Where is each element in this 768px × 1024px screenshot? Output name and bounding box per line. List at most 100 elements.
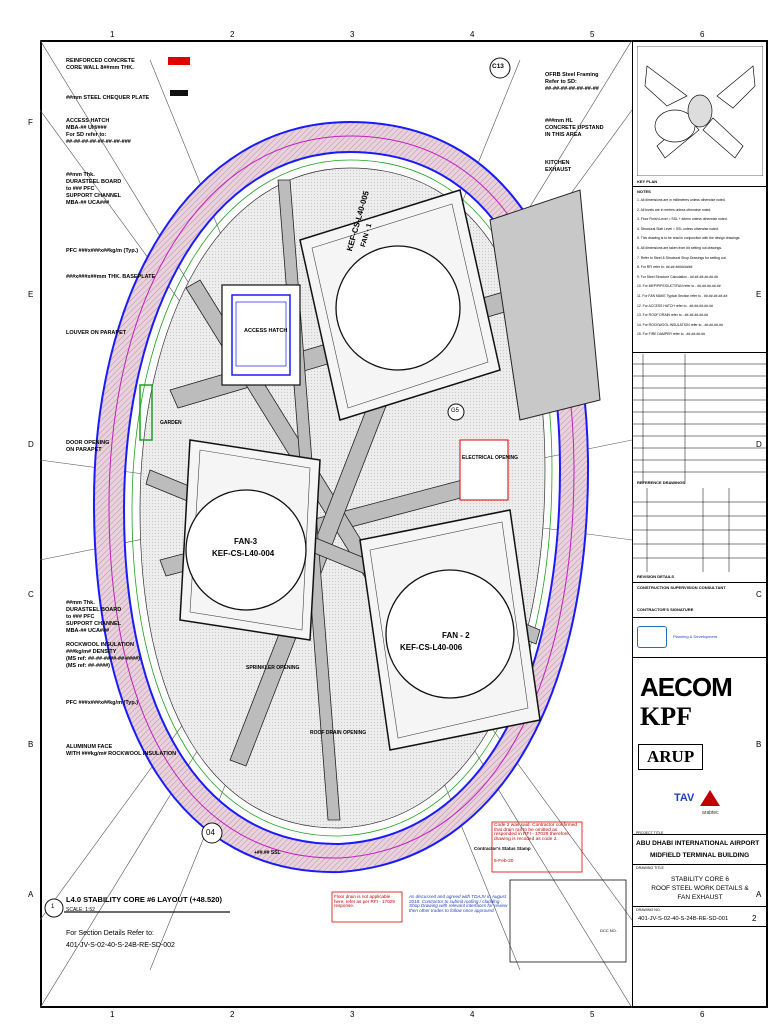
note-item: 15. For FIRE DAMPER refer to - ##-##-##-… <box>637 332 706 337</box>
left-label-1: ##mm STEEL CHEQUER PLATE <box>66 95 149 102</box>
left-label-line: MBA-## UH/### <box>66 125 107 131</box>
dwg-no-label: DRAWING NO. <box>636 908 661 912</box>
grid-right-C: C <box>756 590 762 599</box>
level-label: +##.## SSL <box>254 850 281 856</box>
note-item: 11. For FAN MAKE Typical Section refer t… <box>637 293 728 298</box>
grid-left-D: D <box>28 440 34 449</box>
grid-left-F: F <box>28 118 33 127</box>
grid-top-6: 6 <box>700 30 705 39</box>
red-box-note-frame <box>491 821 583 873</box>
left-label-line: PFC ###x###x##kg/m (Typ.) <box>66 700 139 706</box>
callout-04-label: 04 <box>206 828 215 837</box>
fan-2-frame <box>359 509 541 751</box>
grid-right-B: B <box>756 740 762 749</box>
grid-top-3: 3 <box>350 30 355 39</box>
left-label-9: ROCKWOOL INSULATION###kg/m# DENSITY(MS r… <box>66 642 140 670</box>
note-item: 10. For MEP/PIPE/DUCT/FAN refer to - ##-… <box>637 284 721 289</box>
dwg-title-1: STABILITY CORE 6 <box>671 876 729 883</box>
right-label-line: OFRB Steel Framing <box>545 72 599 78</box>
louver <box>139 384 153 441</box>
left-label-line: ###x###x##mm THK. BASEPLATE <box>66 274 156 280</box>
left-label-10: PFC ###x###x##kg/m (Typ.) <box>66 700 138 707</box>
grid-right-E: E <box>756 290 762 299</box>
red-note: Floor drain is not applicable here, refe… <box>334 894 395 909</box>
revision-table <box>633 354 767 484</box>
reference-heading: REFERENCE DRAWINGS <box>637 480 685 485</box>
grid-top-1: 1 <box>110 30 115 39</box>
access-hatch-label: ACCESS HATCH <box>244 328 288 334</box>
callout-g5 <box>447 403 465 421</box>
revision-number: 2 <box>752 914 757 923</box>
section-ref-2: 401-JV-S-02-40-S-24B-RE-SD-002 <box>66 942 175 949</box>
dwg-title-label: DRAWING TITLE <box>636 866 664 870</box>
core-layout-plan <box>40 40 632 1008</box>
right-label-line: CONCRETE UPSTAND <box>545 125 604 131</box>
left-label-line: PFC ###x###x##kg/m (Typ.) <box>66 248 139 254</box>
left-label-line: to ### PFC <box>66 614 95 620</box>
key-plan-label: KEY PLAN <box>637 179 658 184</box>
left-label-line: CORE WALL 8##mm THK. <box>66 65 134 71</box>
grid-left-A: A <box>28 890 34 899</box>
callout-c13-label: C13 <box>492 63 504 70</box>
grid-top-4: 4 <box>470 30 475 39</box>
grid-bottom-3: 3 <box>350 1010 355 1019</box>
grid-bottom-6: 6 <box>700 1010 705 1019</box>
callout-04 <box>201 822 223 844</box>
red-box-date: 5-Feb-20 <box>494 859 514 864</box>
status-stamp-label: Contractor's Status Stamp <box>474 846 531 851</box>
kpf-logo: KPF <box>640 702 692 731</box>
red-marker <box>168 57 190 65</box>
grid-right-A: A <box>756 890 762 899</box>
access-hatch <box>221 284 301 386</box>
fan-3-tag: KEF-CS-L40-004 <box>212 549 275 558</box>
left-label-5: ###x###x##mm THK. BASEPLATE <box>66 274 155 281</box>
note-item: 2. All levels are in metres unless other… <box>637 207 712 212</box>
electrical-opening <box>459 439 509 501</box>
callout-c13 <box>489 57 511 79</box>
right-label-line: Refer to SD: <box>545 79 577 85</box>
grid-left-C: C <box>28 590 34 599</box>
note-item: 14. For ROCKWOOL INSULATION refer to - #… <box>637 322 723 327</box>
left-label-line: ACCESS HATCH <box>66 118 110 124</box>
left-label-line: DURASTEEL BOARD <box>66 607 122 613</box>
roof-drain-label: ROOF DRAIN OPENING <box>310 730 367 736</box>
left-label-line: ROCKWOOL INSULATION <box>66 642 134 648</box>
left-label-line: REINFORCED CONCRETE <box>66 58 135 64</box>
left-label-line: (MS ref: ##-##-####-##-####) <box>66 656 140 662</box>
left-label-line: WITH ###kg/m# ROCKWOOL INSULATION <box>66 751 177 757</box>
client-label: Planning & Development <box>673 634 718 639</box>
left-label-4: PFC ###x###x##kg/m (Typ.) <box>66 248 138 255</box>
left-label-line: LOUVER ON PARAPET <box>66 330 127 336</box>
grid-top-2: 2 <box>230 30 235 39</box>
note-item: 12. For ACCESS HATCH refer to - ##-##-##… <box>637 303 713 308</box>
left-label-line: SUPPORT CHANNEL <box>66 621 122 627</box>
dcc-label: DCC NO. <box>600 928 617 933</box>
title-number: 1 <box>51 904 55 910</box>
left-label-line: MBA-## UCA### <box>66 628 110 634</box>
black-marker <box>170 90 188 96</box>
right-label-line: KITCHEN <box>545 160 570 166</box>
project-label: PROJECT TITLE <box>636 831 664 835</box>
right-label-line: IN THIS AREA <box>545 132 582 138</box>
drawing-scale: SCALE: 1:52 <box>66 907 95 913</box>
left-label-line: DURASTEEL BOARD <box>66 179 122 185</box>
drawing-sheet-border <box>40 40 768 1008</box>
garden-label: GARDEN <box>160 420 182 426</box>
arabtec-logo: arabtec <box>702 810 719 816</box>
note-item: 6. All dimensions are taken from ## sett… <box>637 245 722 250</box>
fan-2-tag: KEF-CS-L40-006 <box>400 643 463 652</box>
grid-right-D: D <box>756 440 762 449</box>
left-label-6: LOUVER ON PARAPET <box>66 330 126 337</box>
left-label-line: For SD refer to: <box>66 132 107 138</box>
section-ref-1: For Section Details Refer to: <box>66 930 154 937</box>
arup-logo: ARUP <box>638 744 704 770</box>
contractor-heading: CONTRACTOR'S SIGNATURE <box>637 607 694 612</box>
kitchen-exhaust-duct <box>489 189 601 421</box>
right-label-line: EXHAUST <box>545 167 572 173</box>
left-label-line: ###kg/m# DENSITY <box>66 649 117 655</box>
